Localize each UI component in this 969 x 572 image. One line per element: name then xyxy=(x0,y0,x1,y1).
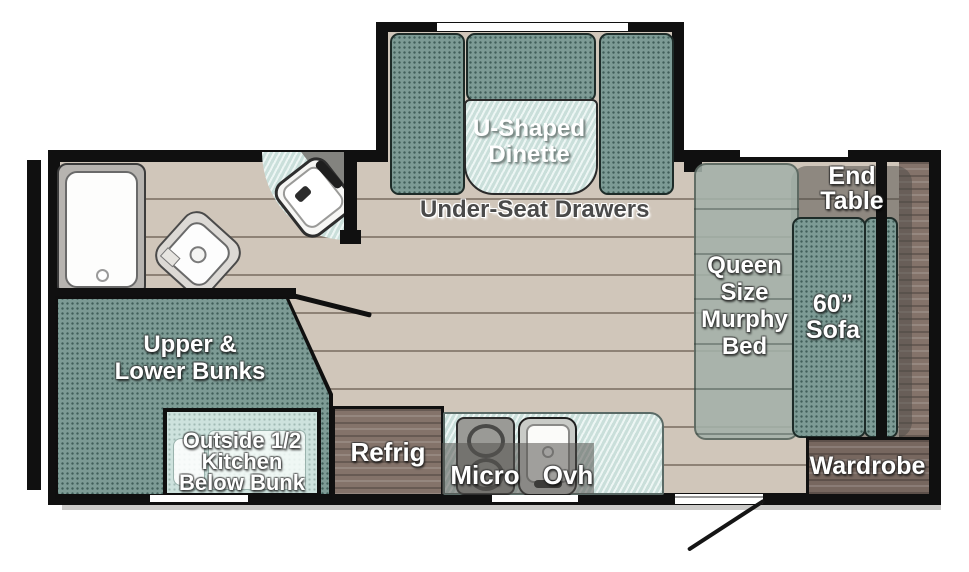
right-wall xyxy=(929,150,941,505)
right-top-window xyxy=(740,150,848,157)
bunks-label: Upper & Lower Bunks xyxy=(114,331,266,385)
outside-kitchen-sink xyxy=(173,438,205,486)
dinette-back-seat xyxy=(466,33,596,102)
entry-door-opening xyxy=(675,494,763,504)
refrigerator-label: Refrig xyxy=(350,437,426,467)
murphy-bed-frame-rail xyxy=(876,152,887,438)
end-table-label: End Table xyxy=(820,162,884,215)
sofa-label: 60” Sofa xyxy=(805,290,861,344)
dinette-table-label: U-Shaped Dinette xyxy=(472,115,585,168)
shower-drain xyxy=(96,269,109,282)
dinette-left-seat xyxy=(390,33,465,195)
murphy-bed-label: Queen Size Murphy Bed xyxy=(701,252,788,360)
wall-shadow xyxy=(62,505,941,510)
bathroom-partition-foot xyxy=(340,230,361,244)
outside-kitchen-label: Outside 1/2 Kitchen Below Bunk xyxy=(179,428,305,495)
bunk-front-wall xyxy=(48,288,296,299)
slideout-window xyxy=(437,23,628,31)
dinette-table xyxy=(464,99,598,195)
front-cap-wall xyxy=(27,160,41,490)
bathroom-partition-wall xyxy=(344,150,357,234)
slideout-right-wall xyxy=(672,22,684,162)
overhead-cabinet-zone xyxy=(442,443,594,494)
overhead-cabinet-label: Ovh xyxy=(542,460,594,490)
wall-step-notch xyxy=(684,162,702,172)
under-seat-drawers-label: Under-Seat Drawers xyxy=(420,196,650,223)
wardrobe-label: Wardrobe xyxy=(809,452,926,480)
outside-kitchen-access-door xyxy=(150,495,248,502)
refrigerator xyxy=(332,406,444,497)
shower-pan xyxy=(65,171,138,288)
microwave-label: Micro xyxy=(450,460,520,490)
slideout-left-wall xyxy=(376,22,388,162)
murphy-bed xyxy=(694,163,799,440)
shower xyxy=(57,163,146,296)
dinette-right-seat xyxy=(599,33,674,195)
entry-door-threshold xyxy=(675,496,763,498)
sofa-seat xyxy=(792,217,866,438)
wardrobe xyxy=(806,437,929,494)
outside-kitchen-counter xyxy=(208,430,306,490)
kitchen-window xyxy=(492,495,578,502)
